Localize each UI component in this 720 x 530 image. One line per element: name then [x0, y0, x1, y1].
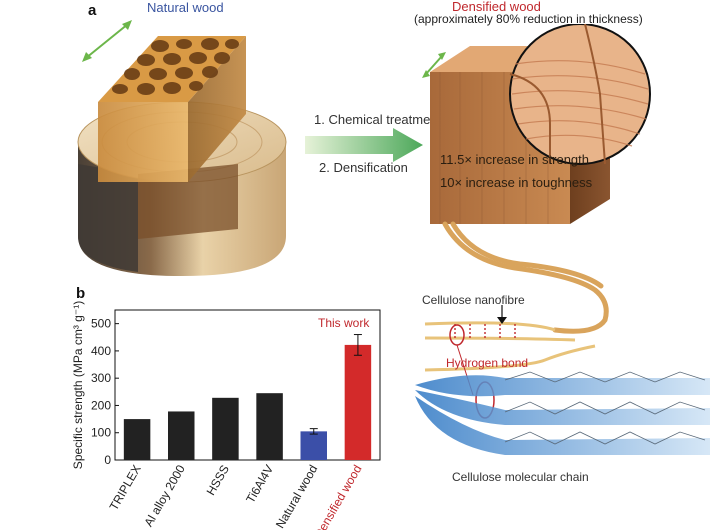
nanofibre-illustration	[415, 221, 710, 455]
category-label: Al alloy 2000	[141, 462, 188, 529]
panel-a-letter: a	[88, 2, 97, 19]
nanofibre-pointer-icon	[497, 305, 507, 324]
y-tick-label: 200	[91, 398, 111, 412]
densified-wood-title: Densified wood	[452, 0, 541, 14]
category-label: HSSS	[204, 463, 232, 498]
category-label: Ti6Al4V	[243, 463, 276, 506]
bar-densified-wood	[344, 344, 372, 460]
step-1-label: 1. Chemical treatment	[314, 112, 442, 127]
y-tick-label: 400	[91, 344, 111, 358]
bar-al-alloy-2000	[168, 411, 195, 460]
category-label: Natural wood	[273, 463, 320, 530]
bar-ti6al4v	[256, 393, 283, 460]
cellulose-chain-label: Cellulose molecular chain	[452, 470, 589, 484]
strength-gain-label: 11.5× increase in strength	[440, 152, 589, 167]
this-work-annotation: This work	[318, 316, 370, 330]
bar-triplex	[123, 419, 151, 460]
process-arrow	[305, 128, 423, 162]
densified-wood-illustration	[422, 24, 651, 224]
cellulose-nanofibre-label: Cellulose nanofibre	[422, 293, 525, 307]
y-tick-label: 100	[91, 426, 111, 440]
category-label: TRIPLEX	[107, 463, 144, 513]
y-tick-label: 0	[104, 453, 111, 467]
toughness-gain-label: 10× increase in toughness	[440, 175, 593, 190]
densified-wood-subtitle: (approximately 80% reduction in thicknes…	[414, 12, 643, 26]
bar-natural-wood	[300, 431, 327, 460]
category-label: Densified wood	[311, 463, 364, 530]
step-2-label: 2. Densification	[319, 160, 408, 175]
y-axis-label: Specific strength (MPa cm³ g⁻¹)	[71, 301, 85, 469]
plot-frame	[114, 309, 381, 461]
natural-wood-illustration	[77, 20, 287, 276]
y-tick-label: 300	[91, 371, 111, 385]
y-tick-label: 500	[91, 317, 111, 331]
strength-bar-chart: 0 100 200 300 400 500 Specific strength (MPa c…	[71, 301, 381, 530]
bar-hsss	[212, 397, 239, 460]
panel-b-letter: b	[76, 285, 86, 302]
natural-wood-title: Natural wood	[147, 0, 224, 15]
hydrogen-bond-label: Hydrogen bond	[446, 356, 529, 370]
